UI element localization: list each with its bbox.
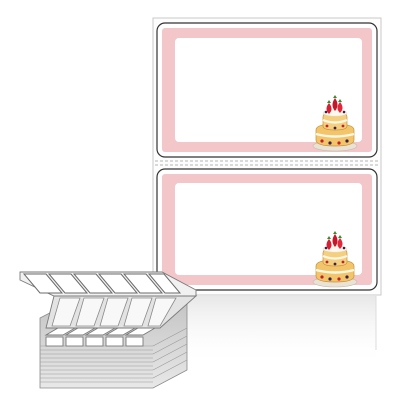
fanfold-strip (19, 271, 198, 329)
sheet-reflection (158, 296, 376, 366)
fanfold-stack (19, 271, 198, 389)
label-1 (156, 22, 378, 158)
label-2 (156, 168, 378, 291)
label-window (175, 38, 362, 142)
label-window (175, 183, 362, 275)
